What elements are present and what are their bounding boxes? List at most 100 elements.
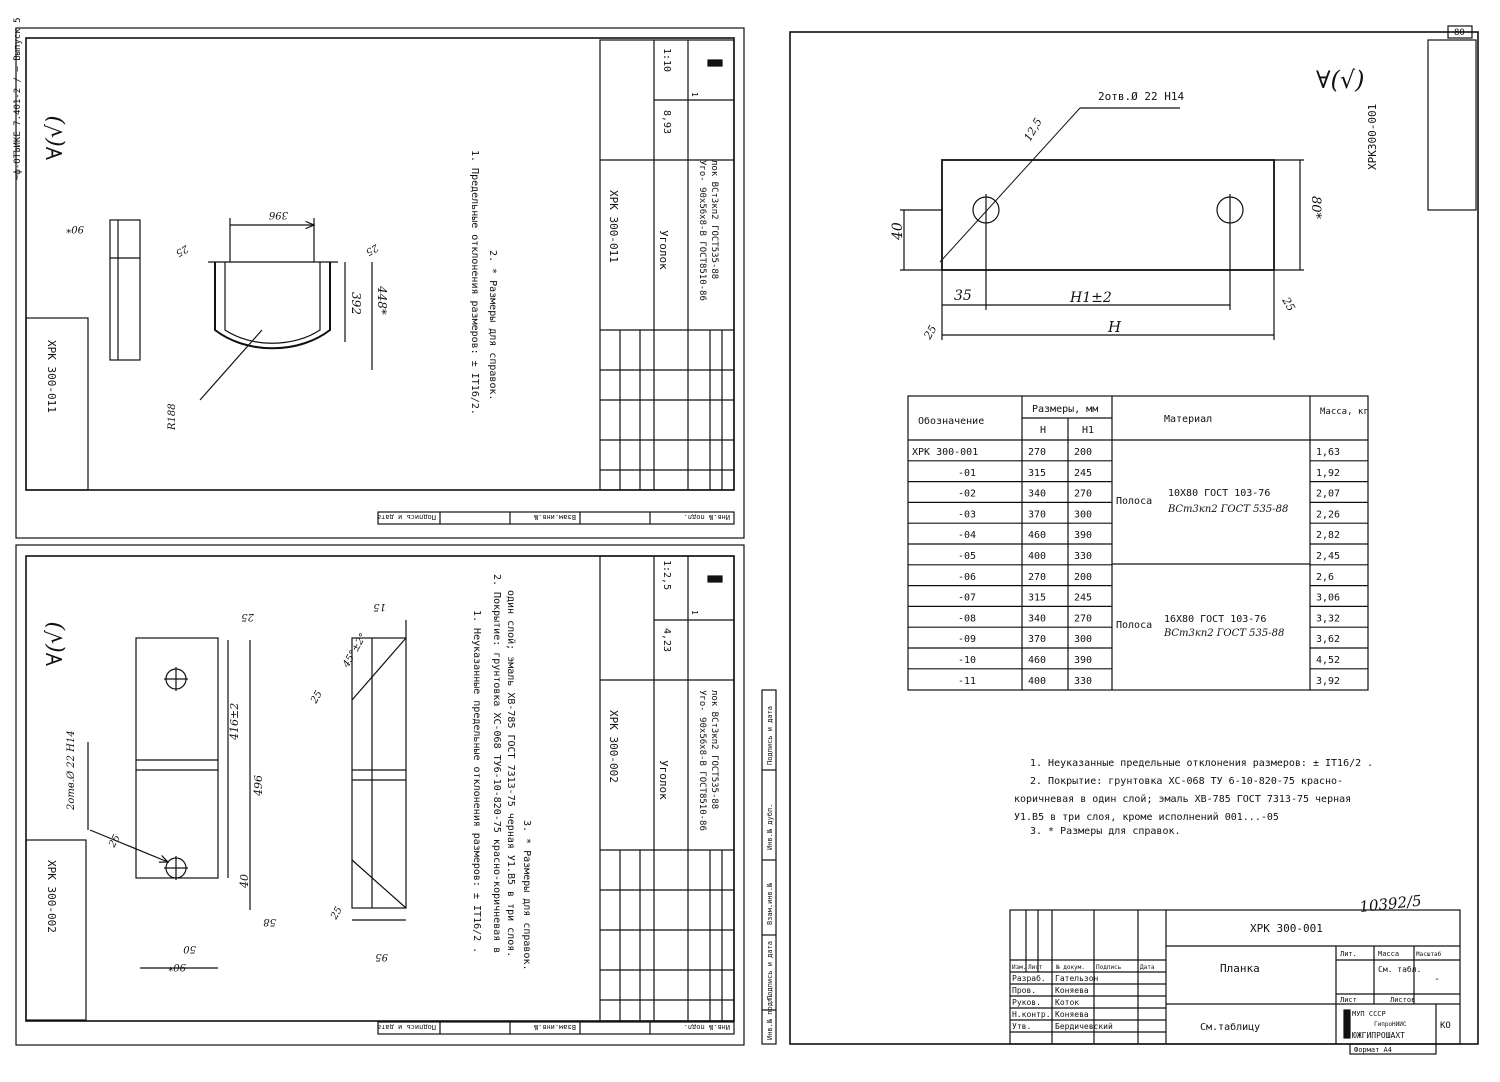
- d3-scale: -: [1434, 974, 1440, 985]
- title-block-3: [1009, 909, 1461, 1045]
- tb-label-1: Лист: [1028, 964, 1043, 971]
- cell-h-4: 460: [1028, 530, 1046, 541]
- stamp-vzam: Взам.инв.№: [766, 882, 774, 925]
- cell-h1-2: 270: [1074, 489, 1092, 500]
- mat2-word: Полоса: [1116, 620, 1152, 631]
- stamp-inv-dubl: Инв.№ дубл.: [766, 804, 774, 850]
- logo-mark-icon-2: [707, 575, 723, 583]
- stamp-strip2-a: Подпись и дата: [377, 1023, 436, 1031]
- d1-sheet: 1: [690, 92, 699, 97]
- d1-dim-r2: 25: [363, 241, 380, 257]
- d1-dim-h1: 392: [349, 292, 363, 315]
- d1-dim-r: 25: [173, 242, 190, 258]
- d3-note2c: У1.В5 в три слоя, кроме исполнений 001..…: [1014, 811, 1279, 823]
- d2-name: Уголок: [657, 760, 670, 800]
- page-number: 80: [1454, 28, 1465, 38]
- frame-drawing3: [789, 31, 1479, 1045]
- d2-dim-40: 40: [238, 874, 251, 889]
- roughness-2: ∀(√): [43, 622, 68, 666]
- stamp-podp-data: Подпись и дата: [766, 941, 774, 1000]
- stamp-strip1-b: Взам.инв.№: [533, 513, 576, 521]
- tb-name-1: Коняева: [1055, 986, 1089, 995]
- d1-dim-h2: 448*: [375, 285, 389, 315]
- tb-list: Лист: [1340, 996, 1357, 1004]
- d2-dim-25b: 25: [329, 905, 345, 922]
- cell-code-6: -06: [958, 572, 976, 583]
- plate-view: [941, 159, 1275, 271]
- d3-dim-25b: 25: [1279, 294, 1298, 313]
- stamp-strip2-b: Взам.инв.№: [533, 1023, 576, 1031]
- cell-h-2: 340: [1028, 489, 1046, 500]
- d1-scale: 1:10: [661, 48, 672, 72]
- d2-dim-95: 95: [375, 951, 388, 962]
- cell-code-7: -07: [958, 593, 976, 604]
- d2-title-code: ХРК 300-002: [607, 710, 620, 783]
- angle-edge-view: [351, 637, 407, 909]
- cell-h-8: 340: [1028, 613, 1046, 624]
- tb-label-0: Изм.: [1012, 964, 1026, 971]
- cell-mass-3: 2,26: [1316, 509, 1340, 520]
- cell-h1-6: 200: [1074, 572, 1092, 583]
- tb-org3: ЮЖГИПРОШАХТ: [1352, 1031, 1405, 1040]
- mat1-word: Полоса: [1116, 496, 1152, 507]
- d1-title-code: ХРК 300-011: [607, 190, 620, 263]
- cell-mass-5: 2,45: [1316, 551, 1340, 562]
- tb-role-2: Руков.: [1012, 998, 1041, 1007]
- cell-mass-6: 2,6: [1316, 572, 1334, 583]
- cell-h-0: 270: [1028, 447, 1046, 458]
- mat1-line1: 10Х80 ГОСТ 103-76: [1168, 488, 1270, 499]
- cell-h-3: 370: [1028, 509, 1046, 520]
- cell-h-5: 400: [1028, 551, 1046, 562]
- cell-h-9: 370: [1028, 634, 1046, 645]
- d2-material2: лок ВСт3кп2 ГОСТ535-88: [709, 690, 719, 809]
- cell-h1-3: 300: [1074, 509, 1092, 520]
- d3-note3: 3. * Размеры для справок.: [1030, 826, 1181, 837]
- stamp-strip1-a: Подпись и дата: [377, 513, 436, 521]
- th-h: Н: [1040, 425, 1046, 436]
- cell-code-3: -03: [958, 509, 976, 520]
- d2-dim-hole: 2отв.Ø 22 Н14: [66, 730, 77, 811]
- cell-code-8: -08: [958, 613, 976, 624]
- d3-dim-25a: 25: [921, 323, 940, 342]
- tb-listov: Листов: [1390, 996, 1415, 1004]
- tb-label-4: Дата: [1140, 964, 1155, 971]
- d2-note2a: 2. Покрытие: грунтовка ХС-068 ТУ6-10-820…: [491, 574, 502, 953]
- cell-h1-7: 245: [1074, 593, 1092, 604]
- cell-mass-10: 4,52: [1316, 655, 1340, 666]
- th-mass: Масса, кг: [1320, 407, 1369, 417]
- d3-mass: См. табл.: [1378, 964, 1421, 974]
- tb-role-3: Н.контр.: [1012, 1010, 1051, 1019]
- roughness-1: ∀(√): [43, 116, 68, 160]
- th-sizes: Размеры, мм: [1032, 404, 1098, 415]
- d3-dim-r125: 12,5: [1021, 116, 1045, 144]
- roughness-3: ∀(√): [1316, 66, 1365, 94]
- mat2-line2: ВСт3кп2 ГОСТ 535-88: [1163, 628, 1284, 639]
- d3-dim-80: 80*: [1308, 196, 1323, 220]
- cell-mass-0: 1,63: [1316, 447, 1340, 458]
- cell-h1-9: 300: [1074, 634, 1092, 645]
- cell-mass-4: 2,82: [1316, 530, 1340, 541]
- d2-dim-25a: 25: [309, 689, 325, 706]
- d2-note1: 1. Неуказанные предельные отклонения раз…: [471, 610, 482, 953]
- frame-drawing2: [15, 544, 745, 1046]
- cell-h1-5: 330: [1074, 551, 1092, 562]
- bent-angle-view: [214, 262, 331, 350]
- angle-flat-view: [135, 637, 219, 879]
- d3-name: Планка: [1220, 962, 1260, 975]
- cell-mass-7: 3,06: [1316, 593, 1340, 604]
- cell-code-5: -05: [958, 551, 976, 562]
- d1-dim-w2: 396: [268, 209, 288, 220]
- stamp-number: 10392/5: [1359, 892, 1423, 916]
- cell-code-1: -01: [958, 468, 976, 479]
- tb-name-2: Коток: [1055, 998, 1079, 1007]
- d2-dim-h2: 496: [252, 775, 265, 797]
- d2-dim-angle: 45°±2°: [341, 632, 370, 671]
- cell-h1-8: 270: [1074, 613, 1092, 624]
- d3-dim-h: H: [1107, 318, 1122, 336]
- cell-code-10: -10: [958, 655, 976, 666]
- logo-mark-icon: [1343, 1009, 1351, 1039]
- tb-lit: Лит.: [1340, 950, 1357, 958]
- d3-note2b: коричневая в один слой; эмаль ХВ-785 ГОС…: [1014, 793, 1351, 805]
- d3-side-code: ХРК300-001: [1366, 104, 1379, 170]
